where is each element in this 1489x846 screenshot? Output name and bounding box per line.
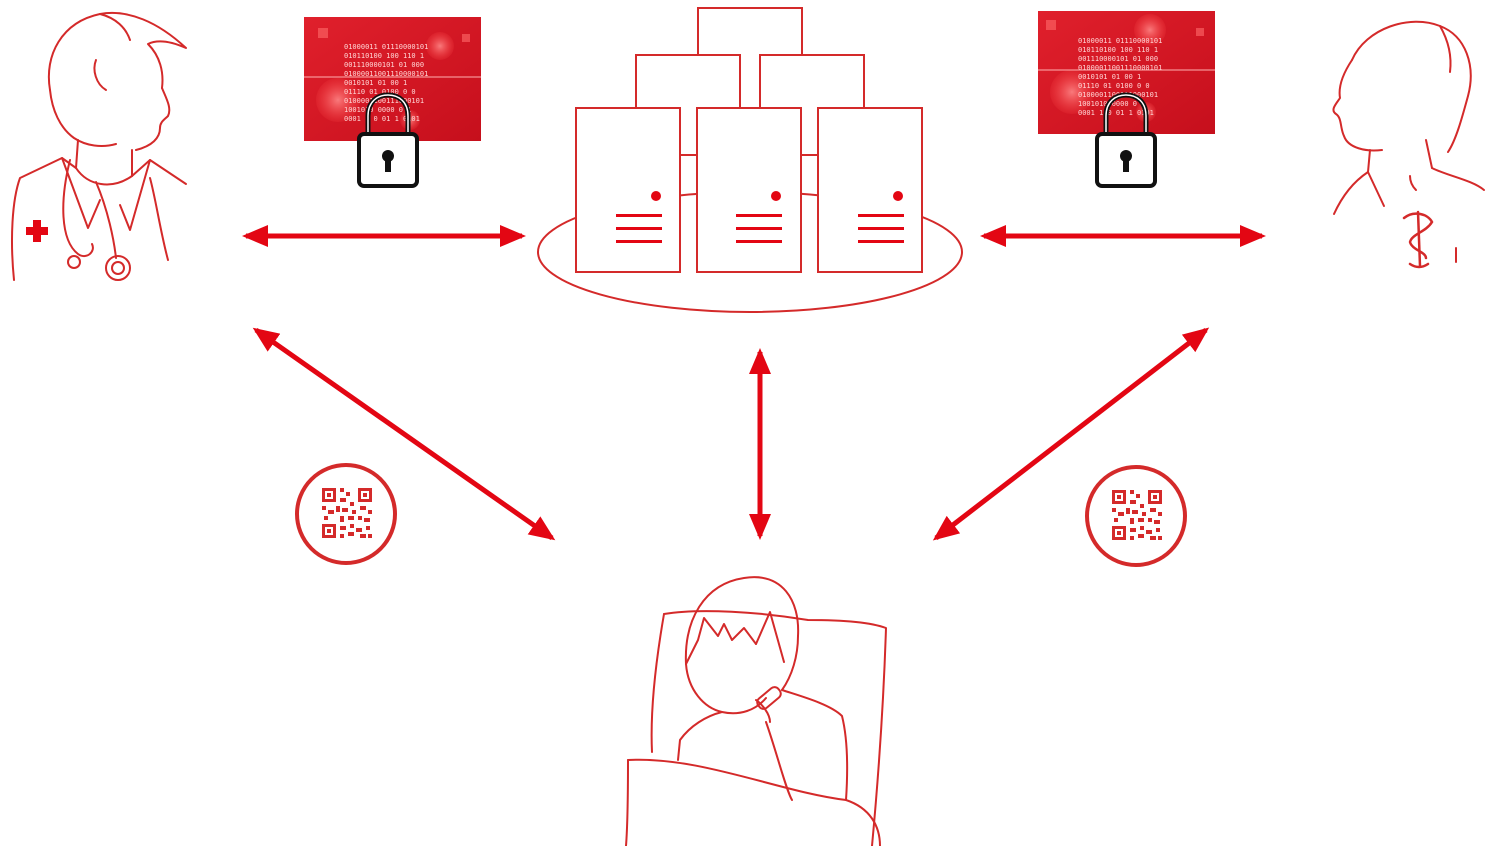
pharmacist-icon [1332,20,1485,263]
server-cluster-icon [537,7,963,313]
server-unit-3 [817,107,923,273]
encrypted-data-card-right: 01000011 01110000101 010110100 100 110 1… [1038,11,1215,134]
binary-line: 01000011001110000101 [344,70,428,78]
qr-badge-left [295,463,397,565]
binary-line: 0100001100111000101 [344,97,424,105]
binary-line: 0001 1 0 01 1 0101 [1078,109,1154,117]
arrow-doctor-patient [252,327,556,541]
encrypted-data-card-left: 01000011 01110000101 010110100 100 110 1… [304,17,481,141]
binary-line: 0010101 01 00 1 [344,79,407,87]
binary-line: 001110000101 01 000 [1078,55,1158,63]
server-unit-2 [696,107,802,273]
binary-line: 1001010 0000 0 1 [344,106,411,114]
qr-code-icon [322,488,372,538]
arrow-pharmacist-patient [932,327,1210,541]
caduceus-icon [1402,210,1434,269]
binary-line: 0001 1 0 01 1 0101 [344,115,420,123]
binary-line: 01110 01 0100 0 0 [344,88,416,96]
qr-badge-right [1085,465,1187,567]
binary-line: 01000011 01110000101 [344,43,428,51]
binary-text-block: 01000011 01110000101 010110100 100 110 1… [344,43,428,123]
server-unit-1 [575,107,681,273]
padlock-icon [1095,92,1157,188]
binary-line: 01110 01 0100 0 0 [1078,82,1150,90]
binary-line: 01000011 01110000101 [1078,37,1162,45]
patient-in-bed-icon [625,576,887,846]
medical-cross-icon [26,220,48,242]
doctor-icon [11,12,187,281]
binary-line: 0010101 01 00 1 [1078,73,1141,81]
binary-line: 010110100 100 110 1 [1078,46,1158,54]
binary-line: 001110000101 01 000 [344,61,424,69]
qr-code-icon [1112,490,1162,540]
binary-line: 01000011001110000101 [1078,64,1162,72]
padlock-icon [357,92,419,188]
binary-line: 010110100 100 110 1 [344,52,424,60]
